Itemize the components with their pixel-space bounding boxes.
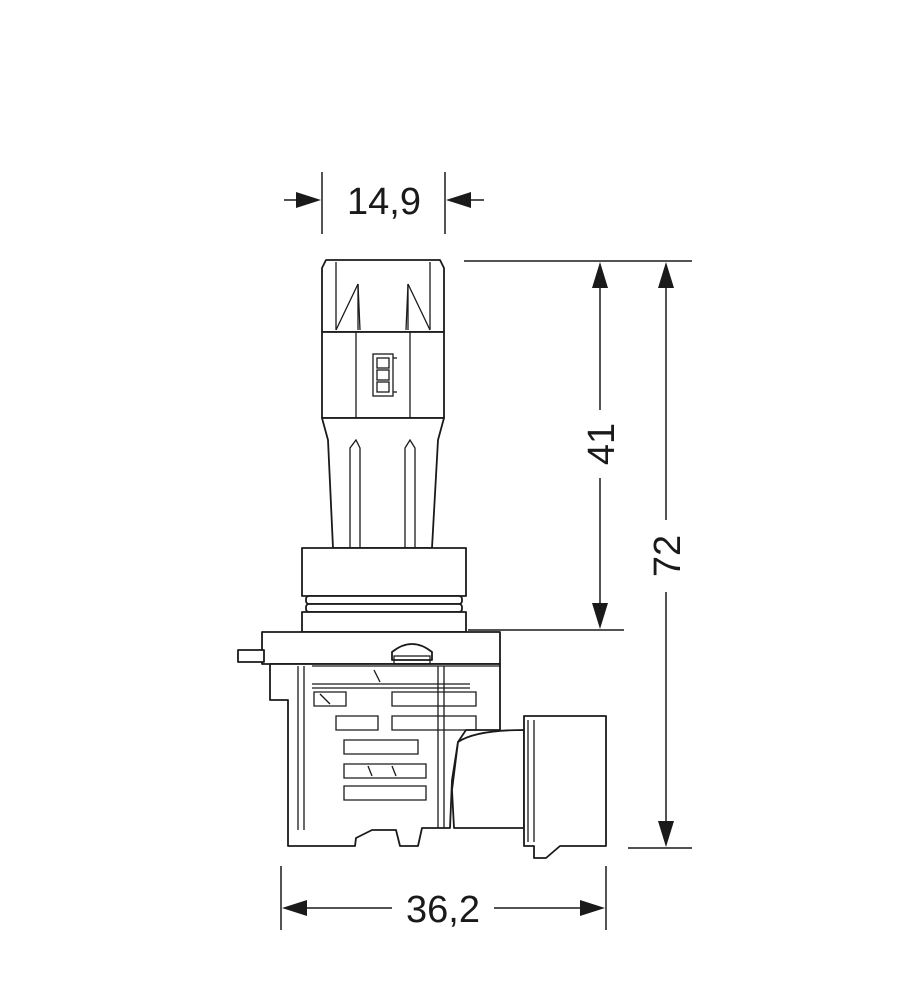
head-width-label: 14,9 (347, 181, 421, 223)
base-width-label: 36,2 (406, 889, 480, 931)
led-chip (372, 353, 397, 397)
total-height-label: 72 (647, 535, 689, 577)
collar (301, 547, 467, 633)
led-head (321, 259, 445, 549)
total-height-dimension: 72 (628, 262, 692, 849)
head-height-dimension: 41 (464, 260, 692, 631)
head-width-dimension: 14,9 (284, 172, 484, 234)
connector-plug (451, 715, 607, 859)
head-height-label: 41 (581, 423, 623, 465)
heatsink-fins (312, 665, 500, 828)
led-bulb-drawing (237, 259, 607, 859)
base-width-dimension: 36,2 (280, 866, 607, 931)
heatsink-base (237, 631, 607, 859)
